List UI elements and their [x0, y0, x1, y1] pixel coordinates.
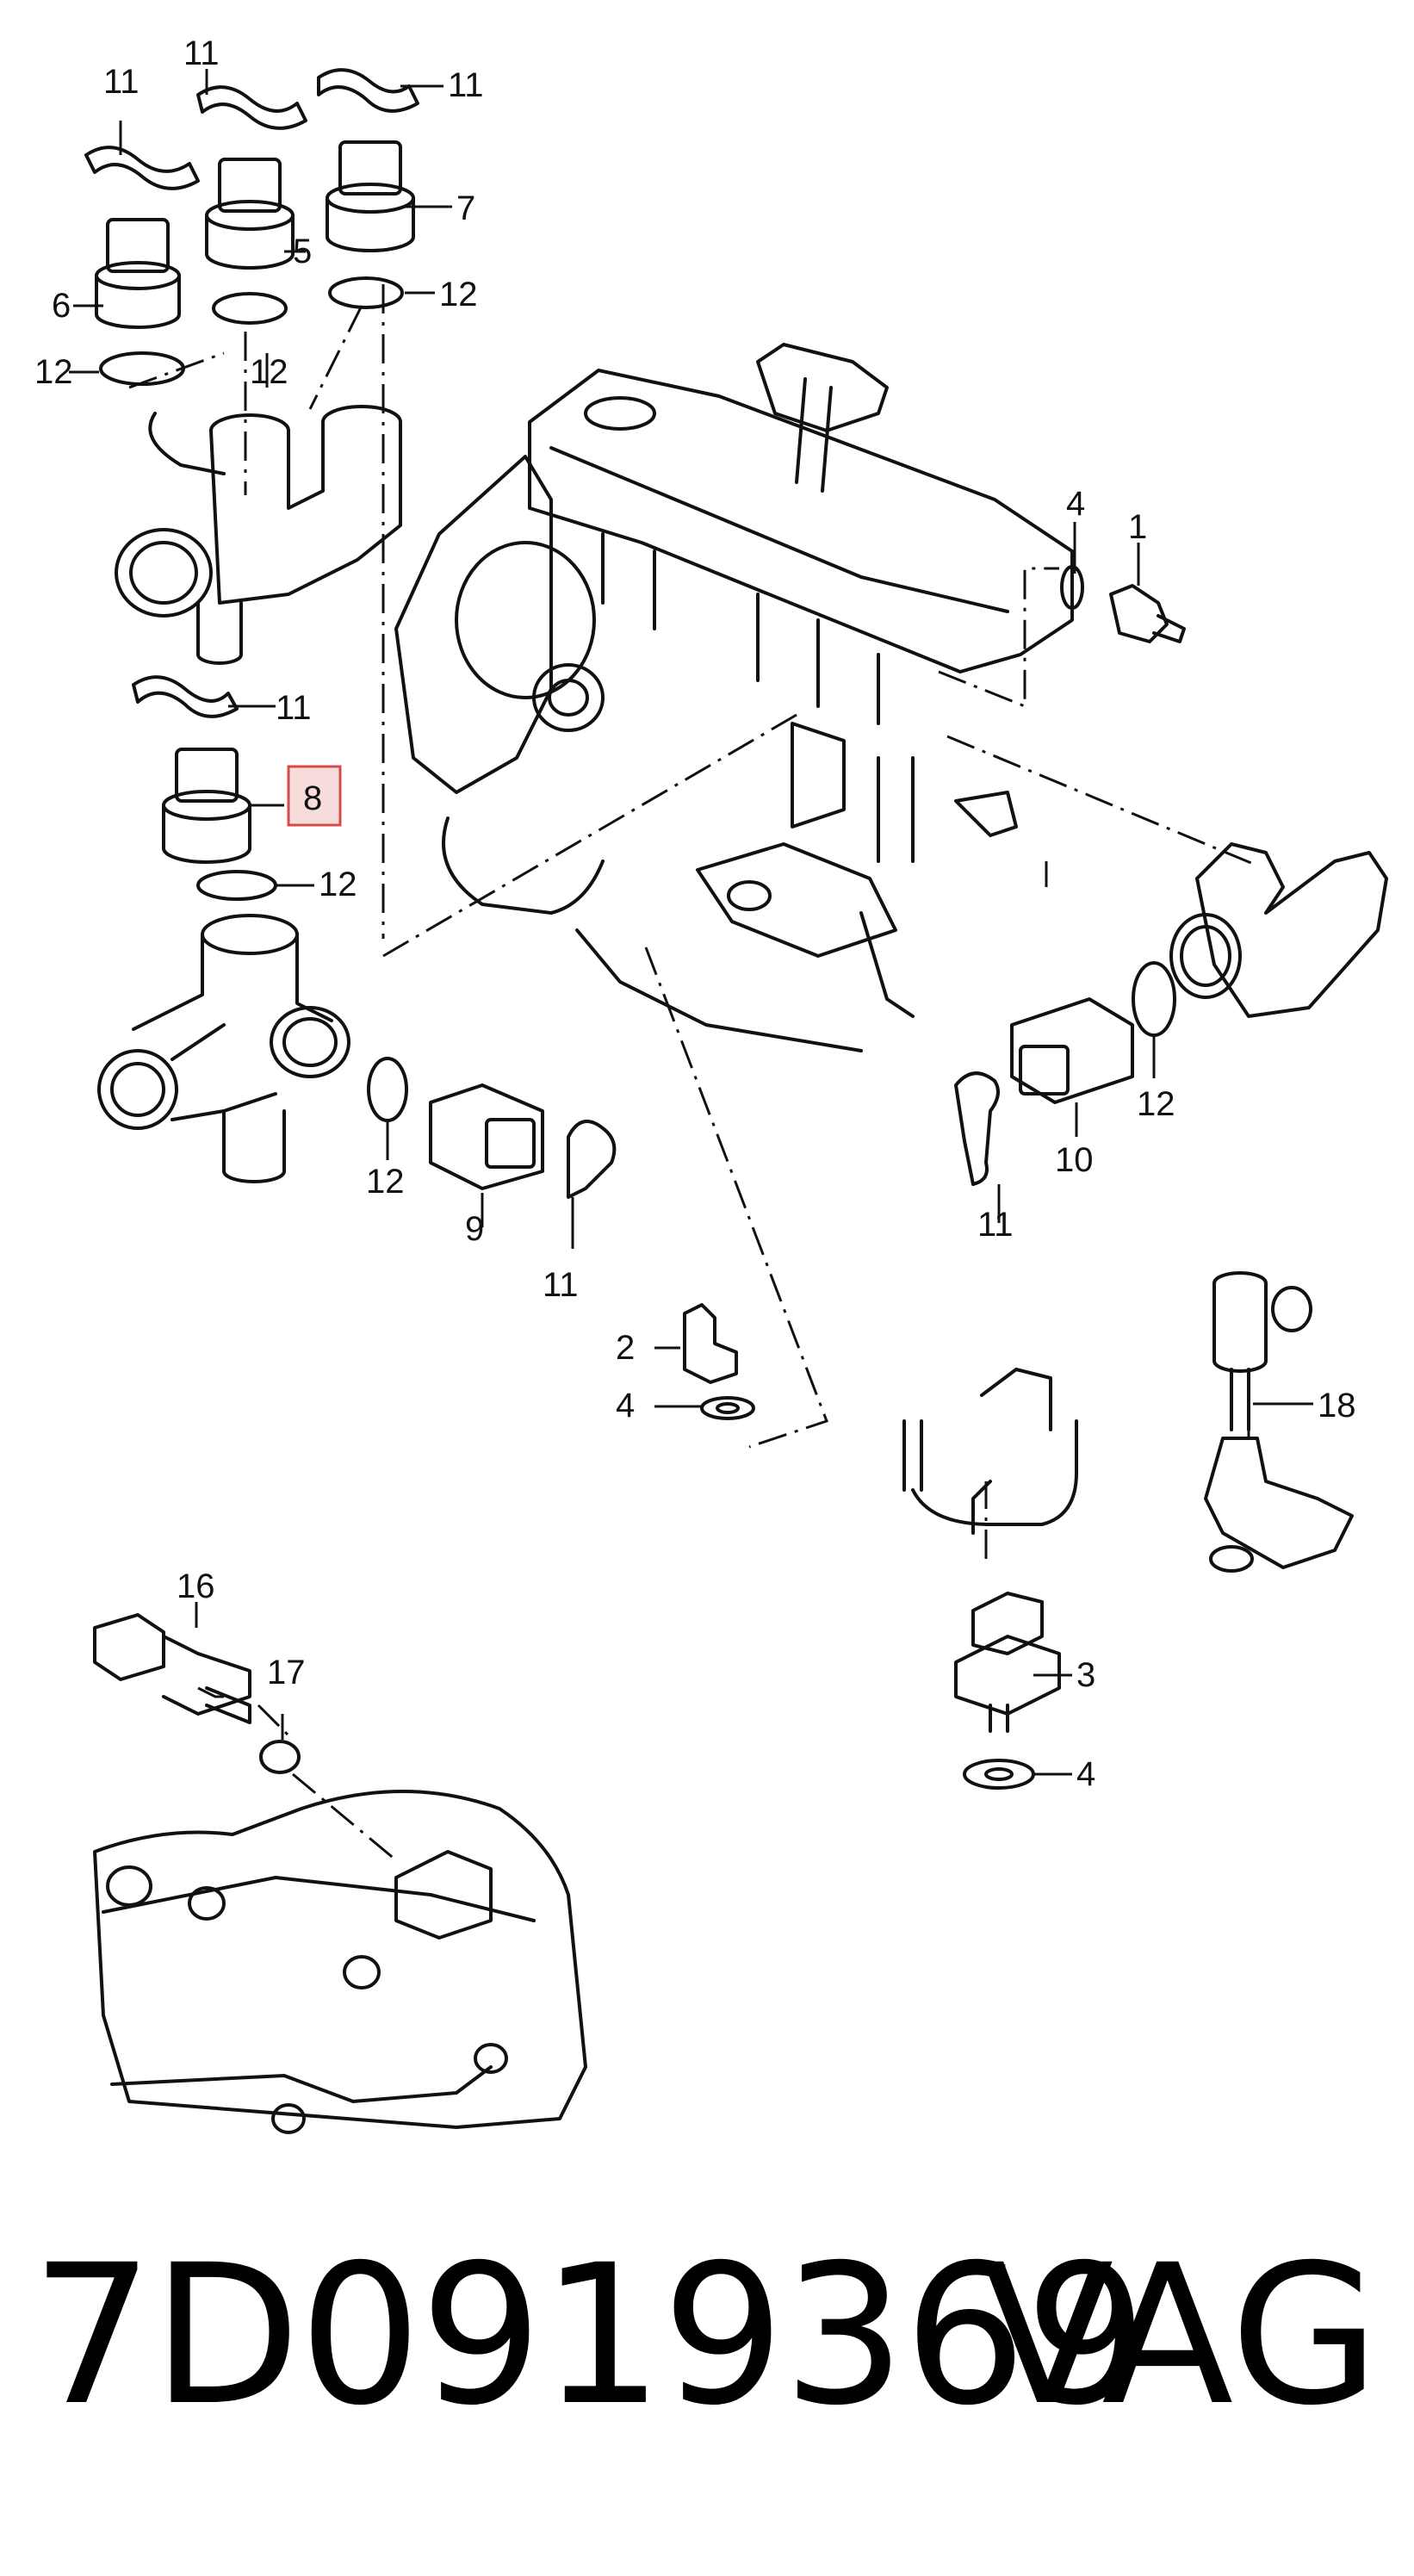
- brand-name: VAG: [982, 2223, 1380, 2448]
- sensor-6: [95, 218, 181, 329]
- washer-4-right: [1060, 565, 1084, 610]
- clip-11-top-left: [84, 146, 200, 190]
- callout-4: 4: [616, 1387, 635, 1425]
- callout-4: 4: [1066, 485, 1085, 523]
- transmission-housing: [93, 1790, 587, 2134]
- callout-17: 17: [267, 1654, 306, 1691]
- callout-1: 1: [1128, 508, 1147, 546]
- callout-12: 12: [319, 866, 357, 903]
- callout-4: 4: [1076, 1755, 1095, 1793]
- callout-12: 12: [34, 353, 73, 391]
- callout-8-highlight: [287, 765, 342, 827]
- sensor-5: [205, 158, 295, 270]
- sensor-8: [162, 748, 251, 864]
- callout-8: 8: [303, 779, 322, 817]
- callout-11: 11: [276, 689, 312, 727]
- callout-11: 11: [103, 63, 140, 101]
- callout-12: 12: [366, 1163, 405, 1201]
- engine-block: [394, 343, 1074, 1052]
- oil-pressure-switch-1: [1109, 584, 1186, 643]
- part-number: 7D0919369: [31, 2223, 1148, 2448]
- sender-3: [954, 1592, 1061, 1733]
- sensor-9: [429, 1083, 544, 1190]
- callout-11: 11: [183, 34, 220, 72]
- washer-4-middle: [700, 1396, 755, 1420]
- callout-12: 12: [1137, 1085, 1175, 1123]
- callout-6: 6: [52, 287, 71, 325]
- callout-18: 18: [1318, 1387, 1356, 1425]
- coolant-elbow-right: [1169, 842, 1388, 1018]
- clip-11-top-right: [317, 68, 419, 113]
- clip-11-lower: [567, 1120, 617, 1199]
- seal-ring-12-lower: [367, 1057, 408, 1122]
- callout-3: 3: [1076, 1656, 1095, 1694]
- seal-ring-17: [259, 1740, 301, 1774]
- callout-2: 2: [616, 1329, 635, 1367]
- callout-12: 12: [250, 353, 288, 391]
- mounting-bracket: [902, 1368, 1078, 1535]
- sensor-10: [1010, 997, 1134, 1104]
- oil-pressure-switch-2: [683, 1303, 738, 1384]
- washer-4-lower-right: [963, 1759, 1035, 1790]
- coolant-flange-top: [115, 405, 402, 665]
- clip-11-right: [954, 1071, 1000, 1186]
- exploded-parts-diagram: 11 11 11 5 7 6 12 12 12 11 8 12 12 9 11 …: [34, 34, 1388, 2134]
- leader-lines: [69, 69, 1313, 1776]
- temperature-sender-16: [93, 1613, 251, 1724]
- coolant-flange-tee: [97, 914, 350, 1183]
- callout-5: 5: [293, 233, 312, 270]
- callout-11: 11: [543, 1266, 579, 1304]
- callout-10: 10: [1055, 1141, 1094, 1179]
- callout-labels: 11 11 11 5 7 6 12 12 12 11 8 12 12 9 11 …: [34, 34, 1356, 1793]
- callout-7: 7: [456, 189, 475, 227]
- seal-ring-12-right: [1132, 961, 1176, 1037]
- callout-11: 11: [977, 1206, 1014, 1244]
- seal-ring-12-mid: [196, 870, 277, 901]
- callout-11: 11: [448, 66, 484, 104]
- callout-9: 9: [465, 1210, 484, 1248]
- callout-16: 16: [177, 1567, 215, 1605]
- clip-11-top-mid: [196, 85, 307, 130]
- sensor-7: [326, 140, 415, 252]
- callout-12: 12: [439, 276, 478, 313]
- assembly-lines: [128, 284, 1258, 1862]
- clip-11-mid: [132, 675, 239, 718]
